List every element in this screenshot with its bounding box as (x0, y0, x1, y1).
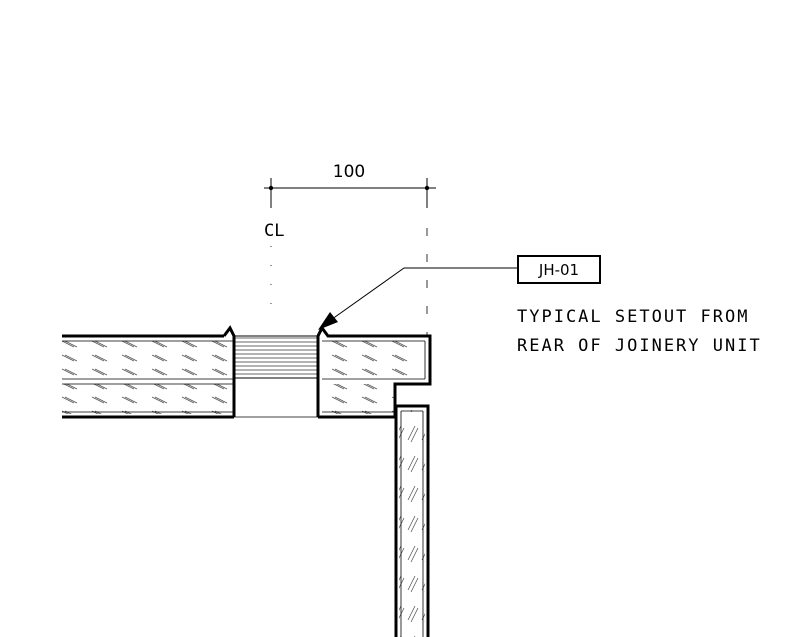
left-wall-upper-hatch (62, 339, 234, 377)
tag-label: JH-01 (538, 261, 579, 279)
note-line-1: TYPICAL SETOUT FROM (517, 307, 749, 327)
dimension-group: 100 (264, 162, 436, 208)
note-line-2: REAR OF JOINERY UNIT (517, 336, 762, 356)
dimension-value: 100 (333, 162, 365, 182)
vertical-wall-hatch (399, 410, 425, 637)
leader-line (327, 267, 518, 323)
tag-leader: JH-01 (318, 255, 601, 330)
dimension-tick-left (268, 185, 274, 191)
vertical-wall (394, 404, 430, 637)
horizontal-wall (62, 325, 432, 419)
joint-strip (233, 335, 319, 379)
vertical-wall-outline (394, 404, 430, 637)
dimension-tick-right (424, 185, 430, 191)
right-wall-upper-hatch (320, 339, 420, 377)
right-wall-lower-hatch (320, 384, 395, 414)
tag-box (517, 255, 601, 284)
leader-arrowhead (318, 312, 338, 330)
centerline-label: CL (264, 221, 284, 241)
left-wall-lower-hatch (62, 384, 234, 414)
